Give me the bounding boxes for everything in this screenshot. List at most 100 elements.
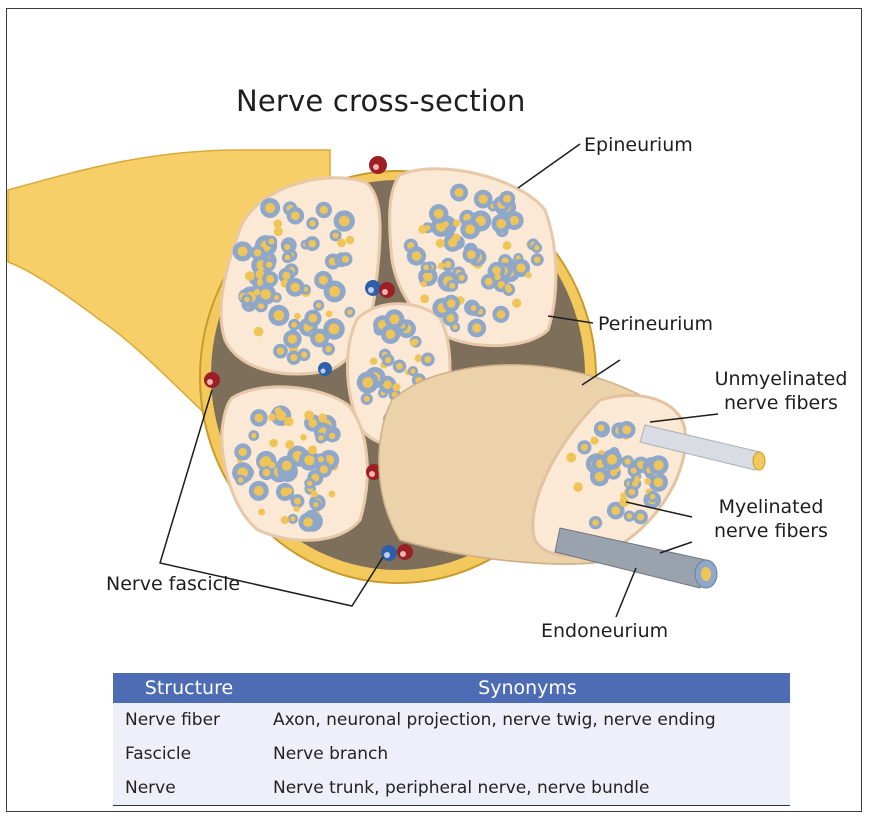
fiber-axon — [412, 251, 422, 261]
fiber-axon — [434, 209, 444, 219]
fiber-unmyelinated — [275, 407, 282, 414]
fiber-axon — [255, 414, 264, 423]
fiber-axon — [304, 455, 314, 465]
fiber-unmyelinated — [573, 482, 583, 492]
fiber-axon — [239, 448, 248, 457]
fiber-unmyelinated — [410, 339, 418, 347]
fiber-axon — [261, 289, 271, 299]
fiber-axon — [319, 276, 328, 285]
fiber-axon — [592, 519, 599, 526]
fiber-unmyelinated — [512, 299, 521, 308]
fiber-axon — [629, 489, 636, 496]
fiber-axon — [266, 262, 272, 268]
fiber-axon — [309, 314, 318, 323]
fiber-axon — [503, 195, 511, 203]
fiber-axon — [534, 256, 540, 262]
fiber-axon — [290, 283, 299, 292]
fiber-axon — [492, 266, 501, 275]
fiber-axon — [362, 377, 373, 388]
cell-synonyms: Nerve trunk, peripheral nerve, nerve bun… — [265, 771, 790, 806]
diagram-title: Nerve cross-section — [236, 84, 526, 118]
fiber-axon — [472, 323, 481, 332]
fiber-axon — [303, 517, 313, 527]
fiber-axon — [318, 435, 324, 441]
fiber-unmyelinated — [494, 274, 501, 281]
fiber-axon — [325, 346, 331, 352]
table-row: Nerve fiber Axon, neuronal projection, n… — [113, 703, 790, 737]
fiber-axon — [238, 477, 243, 482]
header-structure: Structure — [113, 673, 265, 703]
fiber-axon — [320, 206, 328, 214]
fiber-unmyelinated — [503, 241, 512, 250]
fiber-axon — [284, 244, 290, 250]
fiber-axon — [315, 333, 324, 342]
fiber-unmyelinated — [418, 225, 427, 234]
fiber-unmyelinated — [269, 439, 278, 448]
table-header-row: Structure Synonyms — [113, 673, 790, 703]
label-perineurium: Perineurium — [598, 312, 713, 336]
fiber-axon — [625, 458, 631, 464]
fiber-unmyelinated — [311, 490, 318, 497]
fiber-axon — [290, 516, 295, 521]
fiber-axon — [244, 297, 250, 303]
fiber-axon — [288, 335, 297, 344]
fiber-axon — [290, 354, 297, 361]
fiber-axon — [627, 513, 633, 519]
fiber-axon — [251, 433, 256, 438]
label-nerve-fascicle: Nerve fascicle — [106, 572, 240, 596]
fiber-axon — [318, 456, 324, 462]
fiber-axon — [653, 477, 663, 487]
label-unmyelinated-line1: Unmyelinated — [706, 367, 856, 391]
fiber-axon — [301, 352, 307, 358]
fiber-axon — [313, 502, 318, 507]
fiber-unmyelinated — [420, 294, 429, 303]
fiber-axon — [424, 356, 431, 363]
fiber-axon — [386, 329, 396, 339]
fiber-axon — [266, 275, 274, 283]
fiber-axon — [265, 203, 275, 213]
fiber-unmyelinated — [258, 509, 265, 516]
fiber-axon — [342, 256, 349, 263]
fiber-unmyelinated — [285, 440, 294, 449]
fiber-axon — [339, 216, 350, 227]
fiber-axon — [291, 211, 300, 220]
fiber-axon — [309, 220, 315, 226]
fiber-axon — [516, 263, 525, 272]
fiber-axon — [329, 433, 335, 439]
label-unmyelinated-line2: nerve fibers — [706, 391, 856, 415]
fiber-unmyelinated — [452, 234, 460, 242]
fiber-axon — [465, 224, 475, 234]
fiber-axon — [308, 240, 316, 248]
fiber-unmyelinated — [505, 284, 511, 290]
fiber-unmyelinated — [644, 478, 651, 485]
fiber-axon — [607, 454, 617, 464]
fiber-unmyelinated — [620, 493, 626, 499]
fiber-unmyelinated — [318, 413, 327, 422]
fiber-axon — [389, 314, 399, 324]
fiber-unmyelinated — [268, 414, 275, 421]
fiber-unmyelinated — [590, 437, 598, 445]
fiber-axon — [333, 232, 339, 238]
fiber-axon — [467, 250, 476, 259]
fiber-unmyelinated — [421, 281, 427, 287]
fiber-axon — [274, 310, 285, 321]
fiber-axon — [316, 303, 322, 309]
header-synonyms: Synonyms — [265, 673, 790, 703]
fiber-unmyelinated — [393, 383, 401, 391]
synonyms-table: Structure Synonyms Nerve fiber Axon, neu… — [113, 673, 790, 806]
fiber-unmyelinated — [438, 262, 445, 269]
fiber-unmyelinated — [294, 506, 300, 512]
fiber-unmyelinated — [326, 311, 333, 318]
fiber-axon — [396, 363, 403, 370]
fiber-unmyelinated — [268, 461, 275, 468]
fiber-unmyelinated — [634, 477, 640, 483]
fiber-axon — [497, 310, 506, 319]
fiber-axon — [534, 245, 539, 250]
myelinated-fiber — [555, 528, 717, 588]
fiber-axon — [410, 369, 415, 374]
label-myelinated-line1: Myelinated — [696, 495, 846, 519]
fiber-axon — [631, 468, 637, 474]
fiber-axon — [329, 324, 340, 335]
fiber-axon — [277, 347, 284, 354]
cell-synonyms: Nerve branch — [265, 737, 790, 771]
